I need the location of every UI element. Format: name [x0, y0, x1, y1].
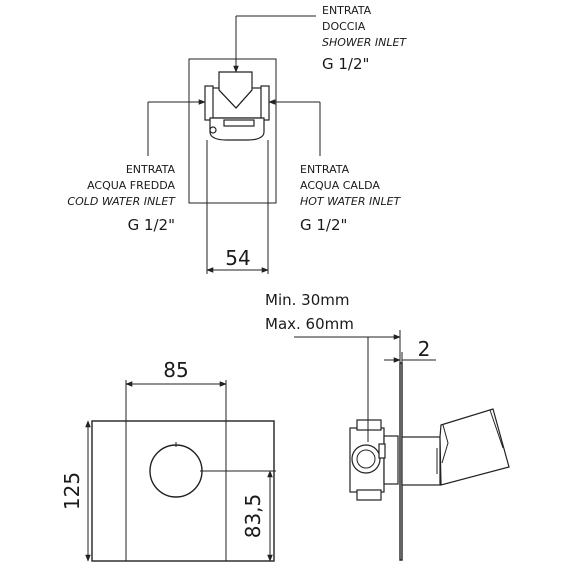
handle-cylinder	[401, 436, 441, 486]
connector-cap-right	[260, 85, 270, 121]
cold-inlet-label-1: ENTRATA	[126, 163, 176, 176]
hot-inlet-size: G 1/2"	[300, 216, 347, 234]
width-54-dimension: 54	[225, 246, 250, 270]
valve-body-outline	[188, 58, 277, 204]
cold-inlet-label-2: ACQUA FREDDA	[87, 179, 175, 192]
shower-inlet-label-1: ENTRATA	[322, 4, 372, 17]
front-view: 85 125 83,5	[60, 358, 276, 562]
min-depth-label: Min. 30mm	[265, 291, 349, 309]
wall-plate	[399, 362, 403, 561]
plate-thickness-dimension: 2	[418, 337, 431, 361]
top-view: ENTRATA DOCCIA SHOWER INLET G 1/2" ENTRA…	[67, 4, 407, 274]
height-125-dimension: 125	[60, 472, 84, 510]
hot-inlet-label-1: ENTRATA	[300, 163, 350, 176]
set-screw	[209, 126, 217, 134]
width-85-dimension: 85	[163, 358, 188, 382]
hot-inlet-label-3: HOT WATER INLET	[300, 195, 402, 208]
hot-inlet-label-2: ACQUA CALDA	[300, 179, 380, 192]
mixer-lever	[439, 408, 510, 486]
side-view: Min. 30mm Max. 60mm 2	[265, 291, 510, 561]
shower-inlet-label-3: SHOWER INLET	[322, 36, 407, 49]
connector-cap-left	[204, 85, 214, 121]
lever-knob	[149, 444, 203, 498]
cover-plate	[91, 420, 275, 562]
cold-inlet-size: G 1/2"	[128, 216, 175, 234]
shower-inlet-label-2: DOCCIA	[322, 20, 366, 33]
shower-inlet-size: G 1/2"	[322, 55, 369, 73]
cold-inlet-label-3: COLD WATER INLET	[67, 195, 176, 208]
axis-height-dimension: 83,5	[241, 494, 265, 539]
max-depth-label: Max. 60mm	[265, 315, 354, 333]
inlet-circle	[351, 444, 381, 474]
